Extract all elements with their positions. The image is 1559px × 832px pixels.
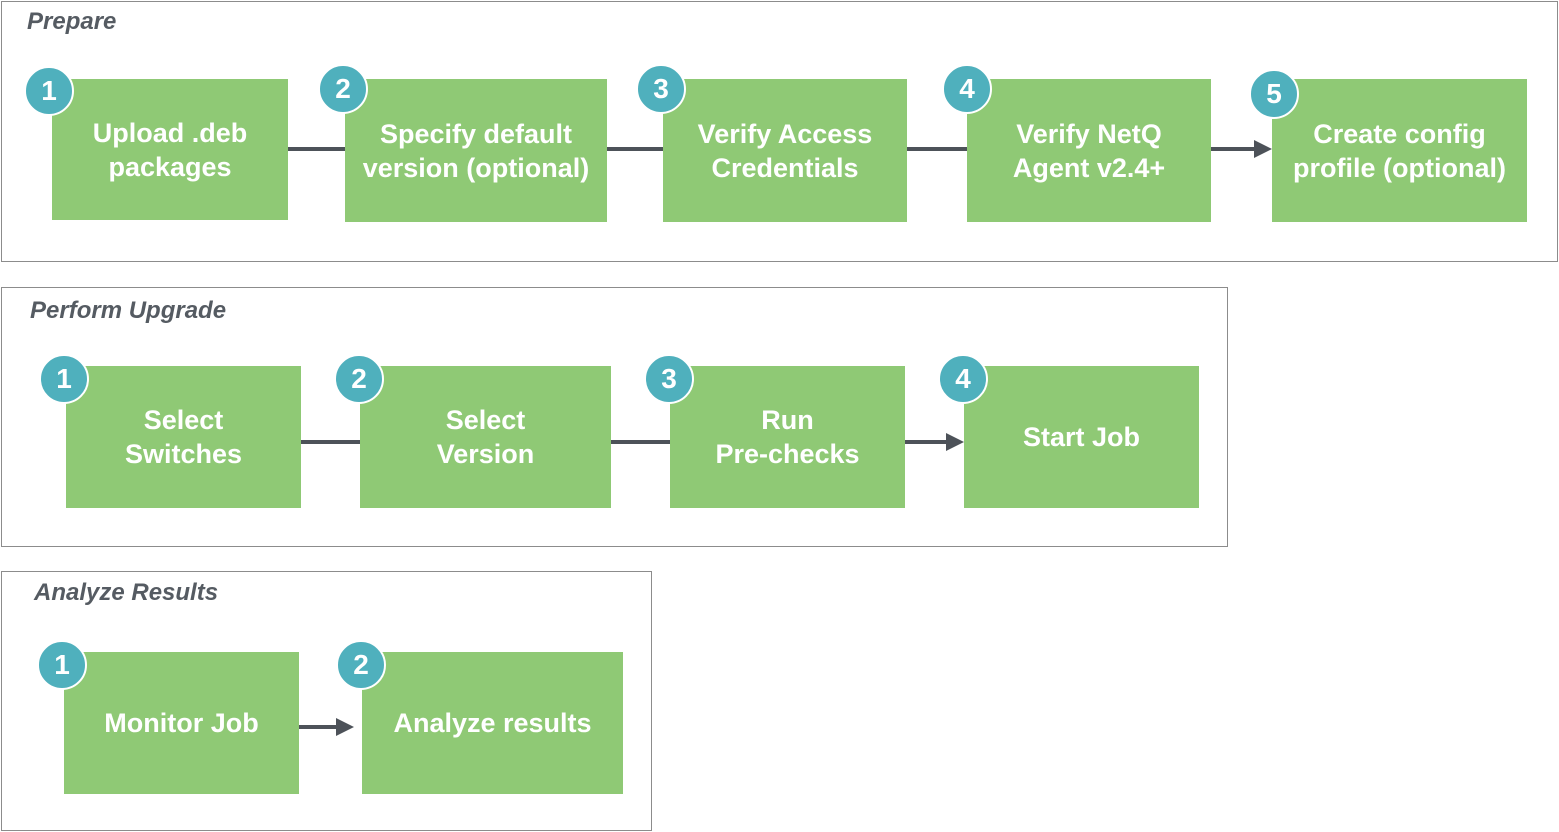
connector-line xyxy=(288,147,345,151)
step-upload-deb-packages: Upload .deb packages xyxy=(52,79,288,220)
arrow-head xyxy=(946,433,964,451)
phase-title-analyze-results: Analyze Results xyxy=(34,579,219,606)
step-number-badge: 1 xyxy=(37,640,87,690)
phase-title-perform-upgrade: Perform Upgrade xyxy=(30,297,227,324)
step-number-badge: 2 xyxy=(318,64,368,114)
step-verify-access-credentials: Verify Access Credentials xyxy=(663,79,907,222)
step-number-badge: 4 xyxy=(942,64,992,114)
step-number-badge: 5 xyxy=(1249,69,1299,119)
step-number-badge: 3 xyxy=(644,354,694,404)
connector-line xyxy=(907,147,967,151)
step-analyze-results: Analyze results xyxy=(362,652,623,794)
step-number-badge: 2 xyxy=(334,354,384,404)
step-monitor-job: Monitor Job xyxy=(64,652,299,794)
step-specify-default-version: Specify default version (optional) xyxy=(345,79,607,222)
connector-arrow-line xyxy=(299,725,337,729)
step-number-badge: 3 xyxy=(636,64,686,114)
step-number-badge: 1 xyxy=(39,354,89,404)
arrow-head xyxy=(1254,140,1272,158)
connector-line xyxy=(607,147,663,151)
arrow-head xyxy=(336,718,354,736)
step-run-pre-checks: Run Pre-checks xyxy=(670,366,905,508)
step-select-version: Select Version xyxy=(360,366,611,508)
step-create-config-profile: Create config profile (optional) xyxy=(1272,79,1527,222)
connector-line xyxy=(301,440,360,444)
step-number-badge: 4 xyxy=(938,354,988,404)
phase-title-prepare: Prepare xyxy=(27,8,117,35)
connector-arrow-line xyxy=(1211,147,1255,151)
step-number-badge: 1 xyxy=(24,66,74,116)
connector-line xyxy=(611,440,670,444)
step-start-job: Start Job xyxy=(964,366,1199,508)
connector-arrow-line xyxy=(905,440,947,444)
step-verify-netq-agent: Verify NetQ Agent v2.4+ xyxy=(967,79,1211,222)
step-number-badge: 2 xyxy=(336,640,386,690)
step-select-switches: Select Switches xyxy=(66,366,301,508)
